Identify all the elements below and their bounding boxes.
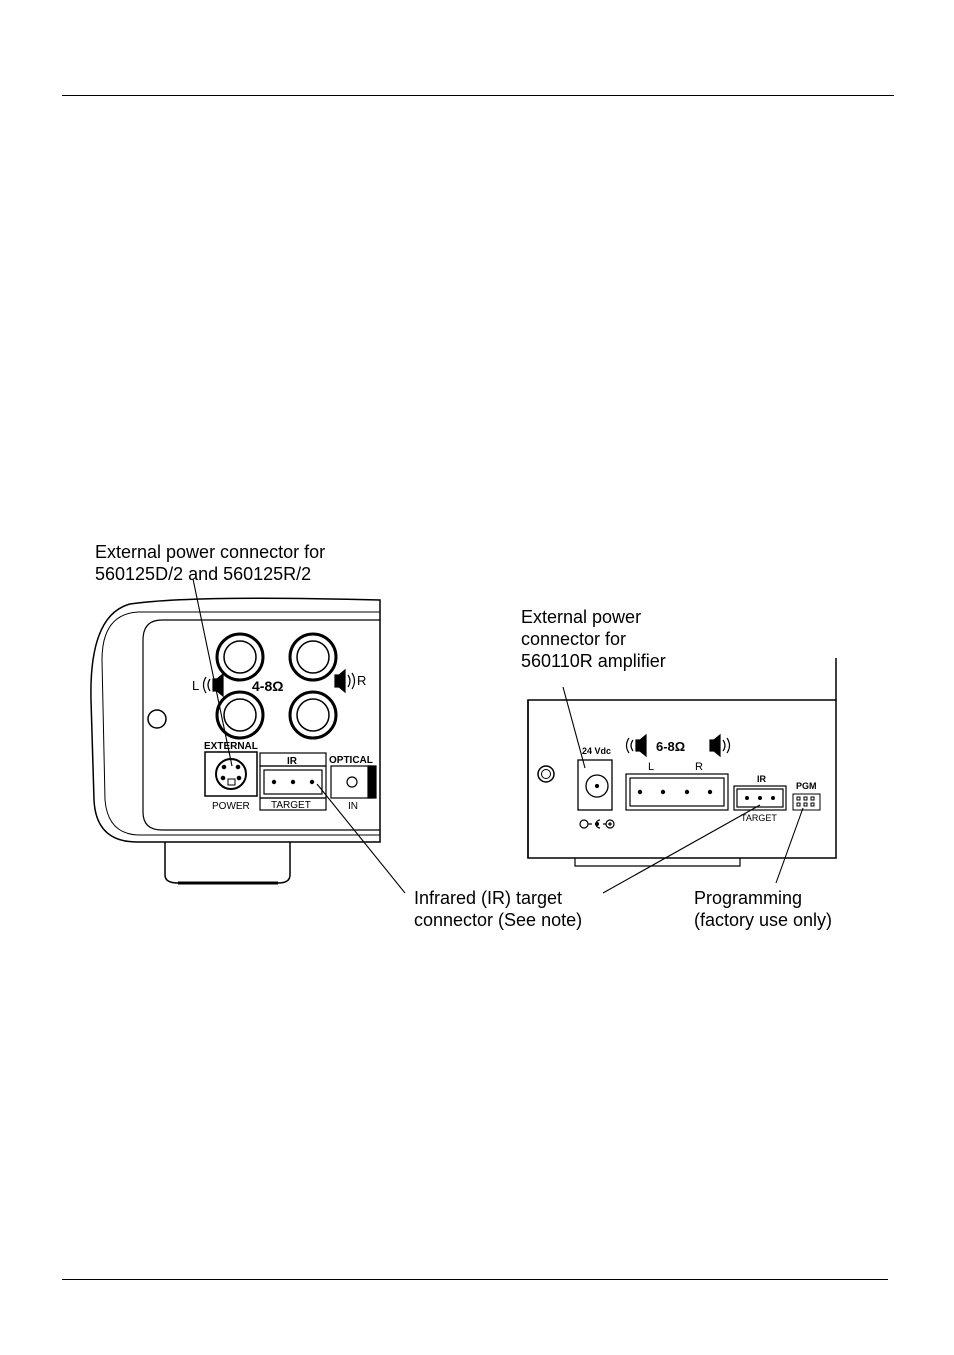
speaker-terminal-block (626, 774, 728, 810)
target-label: TARGET (741, 813, 777, 823)
speaker-icon (335, 670, 355, 692)
optical-input-connector (331, 766, 376, 798)
target-label: TARGET (271, 800, 311, 811)
leader-lines (193, 579, 803, 893)
optical-label: OPTICAL (329, 755, 373, 766)
left-channel-label: L (192, 678, 199, 693)
right-channel-label: R (695, 761, 703, 773)
impedance-label: 6-8Ω (656, 739, 685, 754)
ir-label: IR (287, 756, 298, 767)
ir-target-connector (734, 786, 786, 810)
ir-label: IR (757, 774, 767, 784)
right-channel-label: R (357, 673, 366, 688)
right-unit-rear-panel (528, 658, 836, 866)
polarity-symbol-icon (580, 820, 614, 828)
in-label: IN (348, 801, 358, 812)
speaker-icon (627, 735, 647, 756)
ground-screw-icon (538, 766, 554, 782)
power-label: POWER (212, 801, 250, 812)
external-label: EXTERNAL (204, 741, 258, 752)
left-channel-label: L (648, 761, 654, 773)
speaker-icon (710, 735, 730, 756)
programming-header (793, 794, 820, 810)
pgm-label: PGM (796, 781, 817, 791)
dc-power-jack (578, 760, 612, 810)
impedance-label: 4-8Ω (252, 678, 283, 694)
voltage-label: 24 Vdc (582, 746, 611, 756)
